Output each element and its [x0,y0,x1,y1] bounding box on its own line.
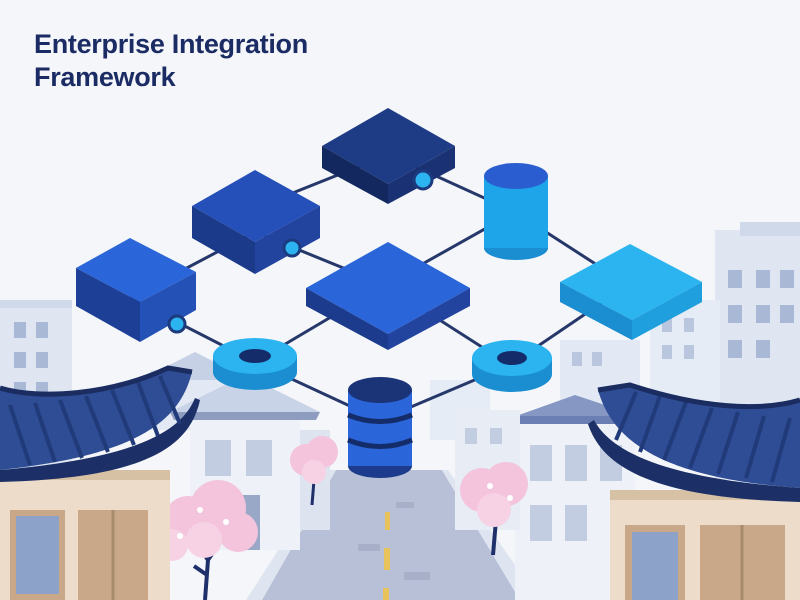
database-cylinder-icon [484,163,548,260]
connector-dot-icon [412,169,434,191]
road-marking [385,512,390,530]
road-marking [384,548,390,570]
cherry-blossom-tree-icon [290,436,338,506]
hanok-roof-icon [588,382,800,502]
hanok-roof-icon [0,365,200,482]
hanok-left [0,365,200,600]
cherry-blossom-tree-icon [156,480,258,600]
title-line-1: Enterprise Integration [34,29,308,59]
server-block-icon [322,108,455,204]
page-title: Enterprise Integration Framework [34,28,308,94]
road-marking [383,588,389,600]
title-line-2: Framework [34,62,176,92]
server-block-icon [192,170,320,274]
hanok-right [588,382,800,600]
ring-node-icon [213,338,297,390]
connector-dots [167,169,434,334]
connector-dot-icon [167,314,187,334]
cherry-blossom-tree-icon [460,462,528,556]
server-block-icon [76,238,196,342]
ring-node-icon [472,340,552,392]
server-block-icon [560,244,702,340]
server-block-icon [306,242,470,350]
database-cylinder-icon [347,377,413,478]
connector-dot-icon [282,238,302,258]
